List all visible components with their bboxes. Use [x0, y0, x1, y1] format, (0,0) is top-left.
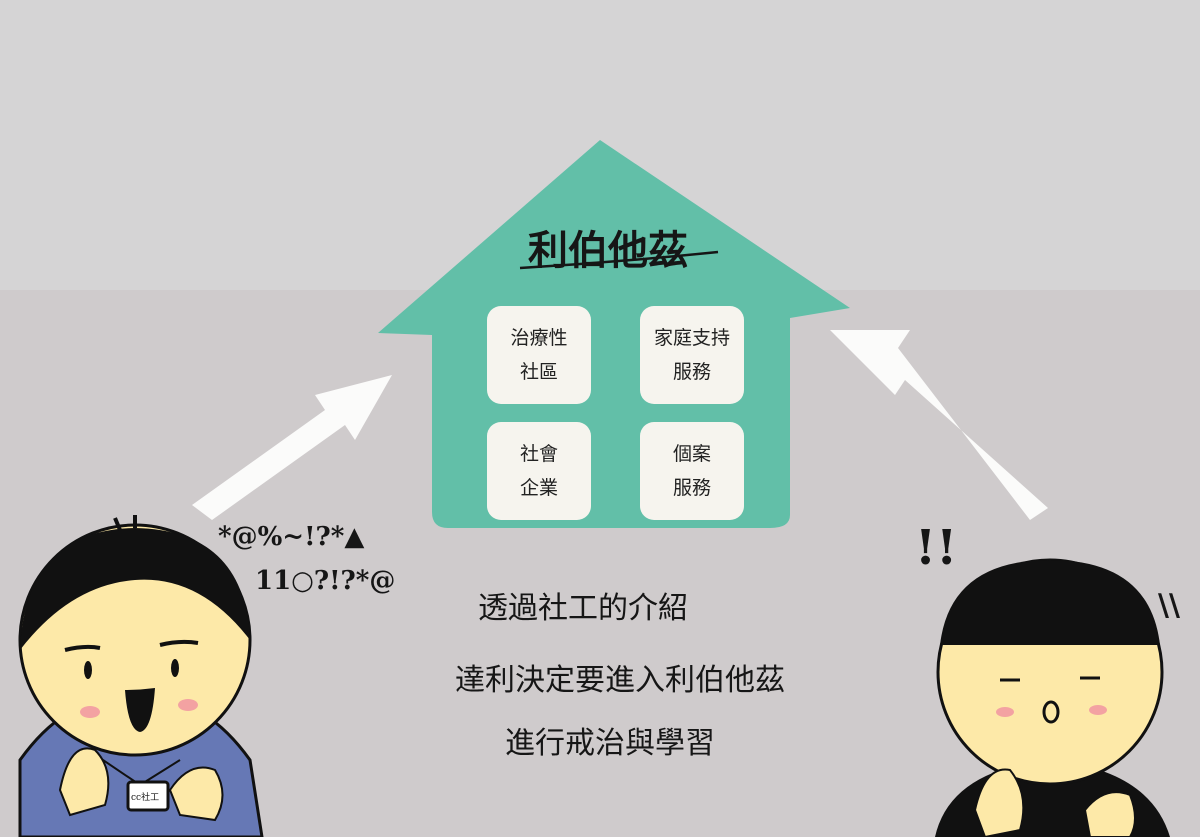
house-shape	[378, 140, 850, 528]
service-line: 家庭支持	[653, 327, 730, 349]
service-card-case-service: 個案 服務	[640, 422, 744, 520]
title-underline	[519, 250, 719, 270]
caption-line-3: 進行戒治與學習	[505, 726, 715, 761]
caption-line-2: 達利決定要進入利伯他茲	[455, 663, 785, 698]
service-line: 治療性	[510, 327, 568, 349]
surprise-lines: \\	[1158, 588, 1180, 623]
exclamation-marks: !!	[915, 520, 958, 576]
name-tag-text: cc社工	[131, 793, 160, 803]
service-card-therapeutic-community: 治療性 社區	[487, 306, 591, 404]
caption-line-1: 透過社工的介紹	[478, 591, 688, 626]
right-character	[935, 558, 1170, 837]
service-line: 服務	[672, 361, 711, 383]
service-line: 社會	[519, 443, 558, 465]
service-line: 服務	[672, 477, 711, 499]
left-character	[18, 515, 264, 837]
service-line: 社區	[519, 361, 558, 383]
speech-line-2: 11○?!?*@	[255, 566, 396, 596]
arrow-right-icon	[830, 330, 1048, 520]
service-card-social-enterprise: 社會 企業	[487, 422, 591, 520]
service-line: 個案	[672, 443, 711, 465]
service-line: 企業	[519, 477, 558, 499]
speech-line-1: *@%~!?*▲	[218, 522, 365, 552]
arrow-left-icon	[192, 375, 392, 520]
house-title: 利伯他茲	[528, 227, 688, 274]
service-card-family-support: 家庭支持 服務	[640, 306, 744, 404]
